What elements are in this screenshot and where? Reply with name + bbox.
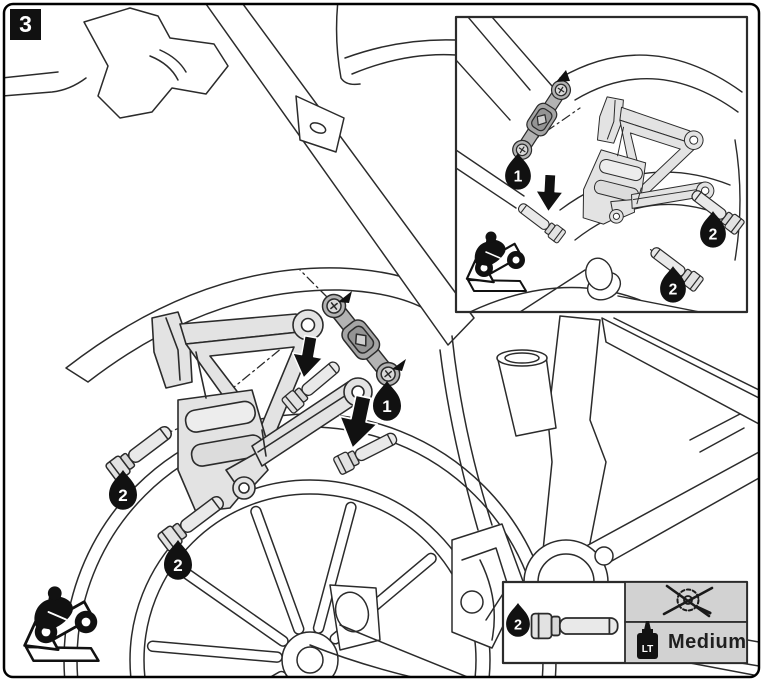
threadlocker-bottle-icon: LT	[637, 621, 658, 659]
fastener-spec-table: 2 LT Medium	[501, 580, 749, 665]
table-callout-2-label: 2	[514, 617, 522, 633]
inset-adapter-pointer-arrow	[556, 70, 570, 82]
inset-callout-2b: 2	[660, 266, 686, 303]
inset-callout-2b-label: 2	[669, 282, 678, 299]
threadlocker-strength-label: Medium	[668, 631, 747, 653]
inset-callout-2a: 2	[700, 211, 726, 248]
subframe-tube	[205, 4, 475, 346]
callout-2b: 2	[164, 540, 192, 580]
threadlocker-bottle-label: LT	[642, 644, 653, 655]
inset-callout-2a-label: 2	[709, 227, 718, 244]
inset-callout-1-label: 1	[514, 169, 523, 186]
no-power-tools-icon	[662, 584, 714, 618]
step-number-label: 3	[19, 11, 32, 37]
inset-detail-box: 1 2 2	[454, 15, 749, 314]
table-bolt	[530, 612, 619, 640]
callout-2b-label: 2	[173, 556, 182, 575]
callout-2a-label: 2	[118, 486, 127, 505]
callout-1: 1	[373, 381, 401, 421]
step-number-badge: 3	[10, 9, 41, 40]
table-callout-2: 2	[506, 603, 530, 637]
adapter-pointer-arrow-top	[338, 291, 352, 303]
inset-line-art	[456, 17, 743, 312]
callout-1-label: 1	[382, 397, 391, 416]
inset-callout-1: 1	[505, 153, 531, 190]
adapter-pointer-arrow-bottom	[392, 359, 406, 371]
footpeg-hanger-left	[83, 7, 229, 119]
callout-2a: 2	[109, 470, 137, 510]
